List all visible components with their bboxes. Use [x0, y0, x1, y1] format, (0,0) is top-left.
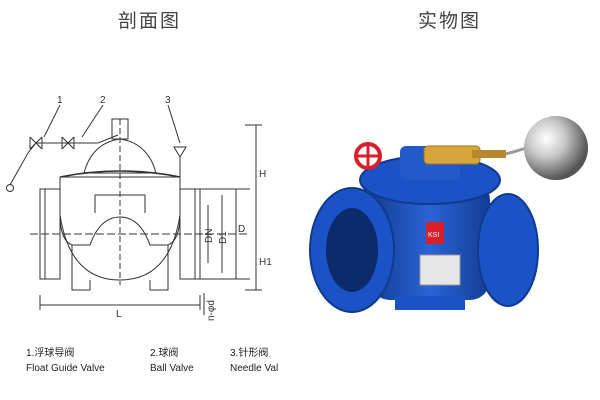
photo-view-title: 实物图: [418, 10, 482, 32]
ball-valve-symbol: [61, 136, 75, 150]
legend-number: 1.: [26, 348, 35, 359]
callout-1-leader: [43, 104, 61, 138]
legend-item-3: 3.针形阀 Needle Val: [230, 346, 278, 376]
callout-3-label: 3: [165, 95, 171, 106]
legend-cn-label: 球阀: [158, 348, 179, 359]
valve-feet: [395, 296, 465, 310]
dim-dn: DN: [204, 229, 215, 243]
right-flange-photo: [477, 193, 539, 307]
float-ball-symbol: [6, 184, 14, 192]
dim-nd: n-φd: [206, 300, 217, 321]
legend-en-label: Needle Val: [230, 363, 279, 374]
diaphragm: [59, 170, 181, 178]
legend-en-label: Float Guide Valve: [26, 363, 105, 374]
valve-body: [59, 177, 181, 246]
product-photo: KSI: [309, 116, 588, 313]
dim-l: L: [116, 309, 122, 320]
dim-h: H: [259, 169, 266, 180]
callout-2-label: 2: [100, 95, 106, 106]
brand-logo-text: KSI: [428, 232, 439, 239]
legend-item-1: 1.浮球导阀 Float Guide Valve: [26, 346, 105, 376]
dim-d: D: [238, 224, 245, 235]
legend-en-label: Ball Valve: [150, 363, 194, 374]
float-ball-photo: [524, 116, 588, 180]
dim-d1: D1: [218, 231, 229, 244]
legend-number: 2.: [150, 348, 159, 359]
legend-item-2: 2.球阀 Ball Valve: [150, 346, 194, 376]
needle-valve-symbol: [173, 146, 187, 158]
callout-1-label: 1: [57, 95, 63, 106]
nameplate: [419, 254, 461, 286]
callout-3-leader: [167, 104, 181, 144]
float-guide-valve-symbol: [29, 136, 43, 150]
section-view-title: 剖面图: [118, 10, 182, 32]
dim-h1: H1: [259, 257, 272, 268]
legend-cn-label: 针形阀: [238, 348, 269, 359]
cross-section-drawing: 1 2 3 DN D1 D H H1 L n-φd: [6, 95, 272, 321]
callout-2-leader: [81, 104, 104, 138]
brand-logo: [426, 222, 444, 244]
legend-number: 3.: [230, 348, 239, 359]
legend-cn-label: 浮球导阀: [34, 348, 75, 359]
brass-pilot-valve: [423, 145, 481, 165]
